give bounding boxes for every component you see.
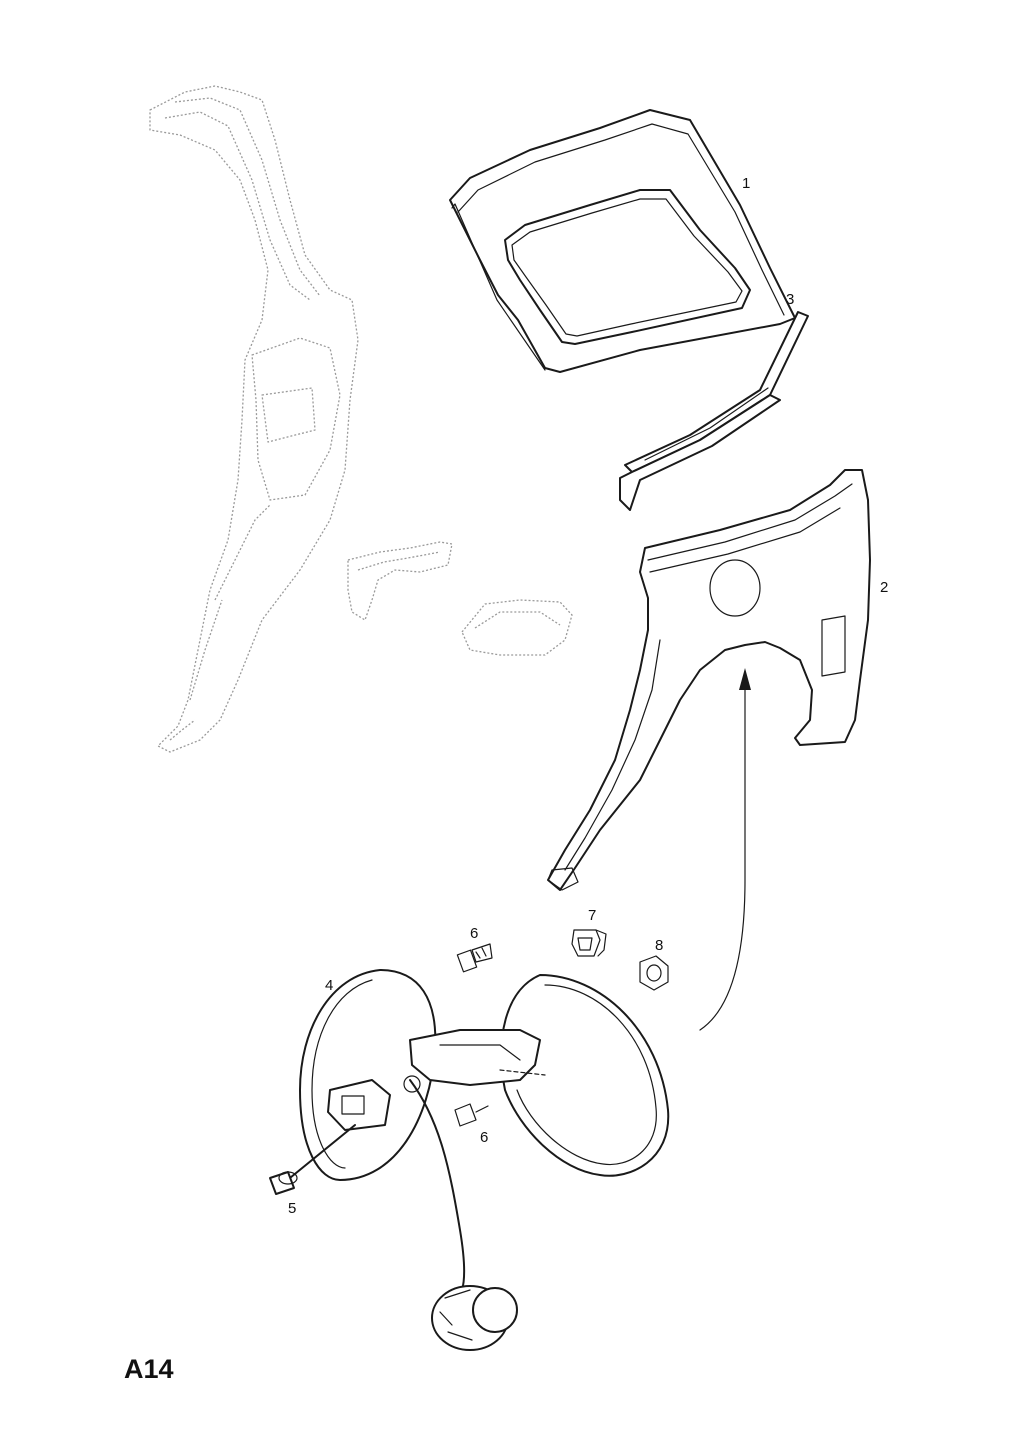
bolt-upper — [456, 943, 493, 973]
ghost-bracket-upper — [347, 541, 453, 621]
callout-7: 7 — [588, 907, 596, 924]
callout-3: 3 — [786, 291, 794, 308]
ghost-bracket-lower — [461, 599, 573, 656]
callout-5: 5 — [288, 1200, 296, 1217]
fuel-filler-flap — [269, 969, 670, 1351]
callout-6-upper: 6 — [470, 925, 478, 942]
callout-4: 4 — [325, 977, 333, 994]
sill-strip — [619, 311, 809, 511]
page-code-label: A14 — [124, 1354, 174, 1384]
callout-2: 2 — [880, 579, 888, 596]
nut-part — [639, 955, 669, 991]
callout-8: 8 — [655, 937, 663, 954]
ghost-body-pillar — [149, 85, 359, 753]
assembly-arrow — [699, 668, 751, 1031]
callout-6-lower: 6 — [480, 1129, 488, 1146]
rear-quarter-panel — [547, 469, 871, 891]
quarter-window-frame — [449, 109, 796, 373]
callout-1: 1 — [742, 175, 750, 192]
clip-part — [571, 929, 607, 957]
